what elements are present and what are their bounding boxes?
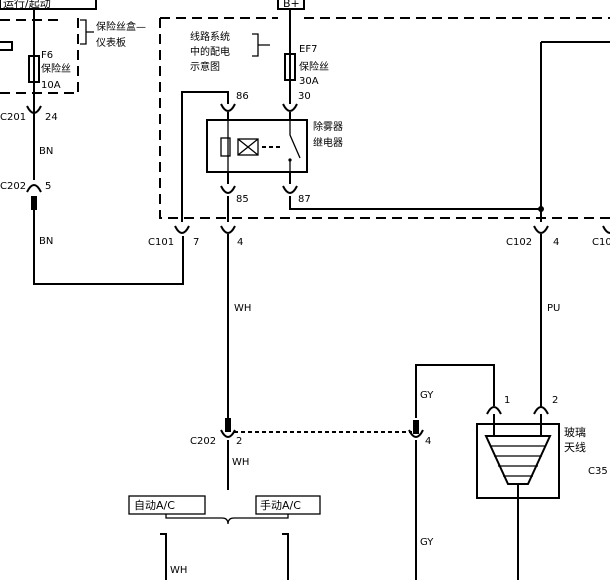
glass-antenna-icon bbox=[476, 423, 560, 580]
antenna-pin1: 1 bbox=[504, 395, 510, 406]
connector-c101-cup-a bbox=[174, 225, 190, 234]
fuse-ef7-id: EF7 bbox=[299, 44, 317, 55]
bplus-box: B+ bbox=[277, 0, 305, 10]
fuse-ef7-rating: 30A bbox=[299, 76, 319, 87]
connector-c10-partial: C10 bbox=[592, 237, 610, 248]
connector-c202-mid-pin: 2 bbox=[236, 436, 242, 447]
power-dist-ref-3: 示意图 bbox=[190, 60, 220, 73]
wire-gy-2: GY bbox=[420, 537, 434, 548]
connector-c10-partial-cup bbox=[602, 225, 610, 234]
wire-gy bbox=[415, 364, 495, 418]
connector-c202-top-cup bbox=[26, 184, 42, 193]
connector-c35: C35 bbox=[588, 466, 608, 477]
connector-c201-cup bbox=[26, 105, 42, 114]
relay-module-outline bbox=[159, 17, 610, 219]
connector-c101-pin-a: 7 bbox=[193, 237, 199, 248]
relay-name-2: 继电器 bbox=[313, 136, 343, 149]
connector-c202-mid-label: C202 bbox=[190, 436, 216, 447]
connector-c202-top-pin: 5 bbox=[45, 181, 51, 192]
connector-c202-mid-pin-b: 4 bbox=[425, 436, 431, 447]
relay-pin-86: 86 bbox=[236, 91, 249, 102]
wire-wh-1: WH bbox=[234, 303, 251, 314]
run-start-label: 运行/起动 bbox=[3, 0, 51, 10]
connector-c101-pin-b: 4 bbox=[237, 237, 243, 248]
connector-c102-pin: 4 bbox=[553, 237, 559, 248]
fuse-box-label-2: 仪表板 bbox=[96, 36, 126, 49]
fuse-f6-word: 保险丝 bbox=[41, 62, 71, 75]
wire-pu: PU bbox=[547, 303, 560, 314]
fuse-box-stub bbox=[0, 41, 13, 51]
fuse-f6-id: F6 bbox=[41, 50, 53, 61]
connector-c101-cup-b bbox=[220, 225, 236, 234]
defog-relay bbox=[206, 119, 308, 173]
relay-pin-87: 87 bbox=[298, 194, 311, 205]
antenna-pin2-cup bbox=[533, 406, 549, 415]
option-manual-ac: 手动A/C bbox=[260, 498, 301, 512]
fuse-box-label-1: 保险丝盒— bbox=[96, 20, 146, 33]
fuse-f6-rating: 10A bbox=[41, 80, 61, 91]
antenna-name-2: 天线 bbox=[564, 440, 586, 454]
bplus-label: B+ bbox=[283, 0, 300, 10]
connector-c102-cup bbox=[533, 225, 549, 234]
relay-pin-30-cup bbox=[282, 103, 298, 112]
connector-c202-mid-cup-b bbox=[408, 429, 424, 438]
wire-87-bus bbox=[289, 196, 541, 210]
wire-pu-top bbox=[540, 41, 610, 222]
relay-pin-85: 85 bbox=[236, 194, 249, 205]
wire-bn-2: BN bbox=[39, 236, 53, 247]
relay-pin-30: 30 bbox=[298, 91, 311, 102]
connector-c202-mid-cup bbox=[220, 429, 236, 438]
connector-c202-top-label: C202 bbox=[0, 181, 26, 192]
wire-86-to-c101 bbox=[181, 91, 229, 222]
run-start-box: 运行/起动 bbox=[0, 0, 97, 10]
connector-c101-label: C101 bbox=[148, 237, 174, 248]
fuse-ef7 bbox=[284, 10, 296, 104]
antenna-pin2: 2 bbox=[552, 395, 558, 406]
connector-c102-label: C102 bbox=[506, 237, 532, 248]
relay-pin-85-cup bbox=[220, 185, 236, 194]
fuse-ef7-word: 保险丝 bbox=[299, 60, 329, 73]
relay-name-1: 除雾器 bbox=[313, 120, 343, 133]
fuse-box-outline bbox=[0, 18, 79, 94]
relay-pin-87-cup bbox=[282, 185, 298, 194]
option-auto-ac-box bbox=[128, 495, 206, 515]
power-dist-bracket bbox=[252, 33, 270, 57]
option-brace bbox=[165, 514, 289, 525]
antenna-name-1: 玻璃 bbox=[564, 425, 586, 439]
fuse-box-bracket bbox=[80, 19, 94, 45]
wire-wh-3: WH bbox=[170, 565, 187, 576]
power-dist-ref-2: 中的配电 bbox=[190, 45, 230, 58]
relay-pin-86-cup bbox=[220, 103, 236, 112]
wire-wh-2: WH bbox=[232, 457, 249, 468]
connector-c201-pin: 24 bbox=[45, 112, 58, 123]
wire-gy-1: GY bbox=[420, 390, 434, 401]
connector-c201-label: C201 bbox=[0, 112, 26, 123]
fuse-f6 bbox=[28, 10, 40, 116]
wire-bn-1: BN bbox=[39, 146, 53, 157]
option-auto-ac: 自动A/C bbox=[134, 499, 175, 512]
antenna-pin1-cup bbox=[486, 406, 502, 415]
power-dist-ref-1: 线路系统 bbox=[190, 30, 230, 43]
